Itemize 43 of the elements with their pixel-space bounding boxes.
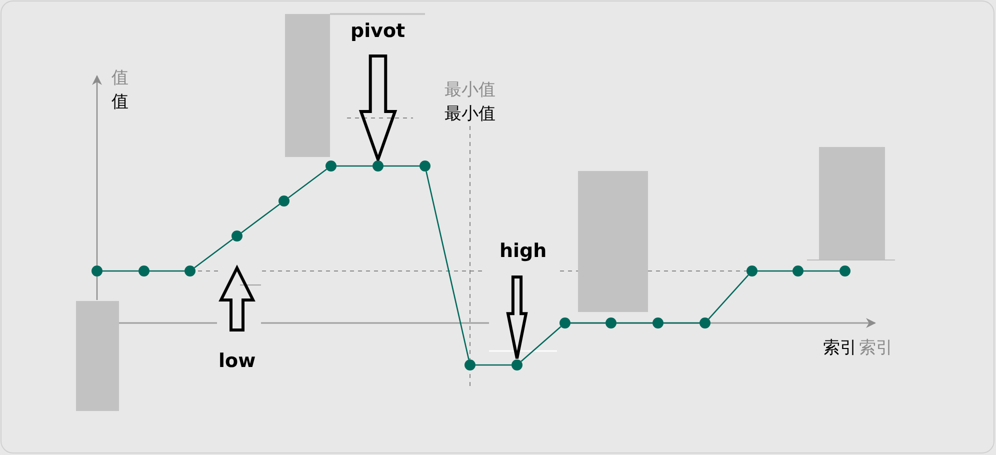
data-point (420, 160, 430, 172)
data-point (606, 318, 616, 328)
data-point (464, 360, 476, 370)
line-segment (664, 322, 700, 324)
pivot-label: pivot (350, 22, 406, 41)
data-point (792, 266, 804, 276)
pointer-label: high (500, 242, 547, 261)
data-point (138, 266, 150, 276)
block-arrow (506, 276, 528, 360)
axis-label: 最小值 (444, 106, 496, 123)
data-point (278, 196, 290, 206)
line-segment (150, 270, 184, 272)
line-segment (758, 270, 792, 272)
data-point (746, 266, 758, 276)
data-point (512, 360, 522, 370)
line-segment (570, 322, 606, 324)
line-segment (102, 270, 138, 272)
line-segment (708, 274, 749, 320)
data-point (652, 318, 664, 328)
axis-label: 值 (112, 70, 128, 87)
data-point (560, 318, 570, 328)
data-point (232, 230, 242, 242)
axis-label: 索引 (859, 340, 893, 357)
axis-label: 索引 (823, 340, 857, 357)
data-point (372, 160, 384, 172)
line-segment (520, 326, 562, 362)
data-point (326, 160, 336, 172)
data-point (700, 318, 710, 328)
line-segment (194, 238, 233, 268)
line-segment (241, 204, 280, 234)
data-point (92, 266, 102, 276)
line-segment (288, 168, 327, 198)
line-segment (336, 165, 372, 167)
line-segment (616, 322, 652, 324)
line-segment (426, 171, 470, 360)
pointer-label: low (218, 352, 256, 371)
axis-label: 值 (112, 94, 128, 111)
data-point (840, 266, 850, 276)
line-segment (476, 364, 512, 366)
data-point (184, 266, 196, 276)
axis-label: 最小值 (444, 82, 496, 99)
line-segment (384, 165, 420, 167)
line-segment (804, 270, 840, 272)
